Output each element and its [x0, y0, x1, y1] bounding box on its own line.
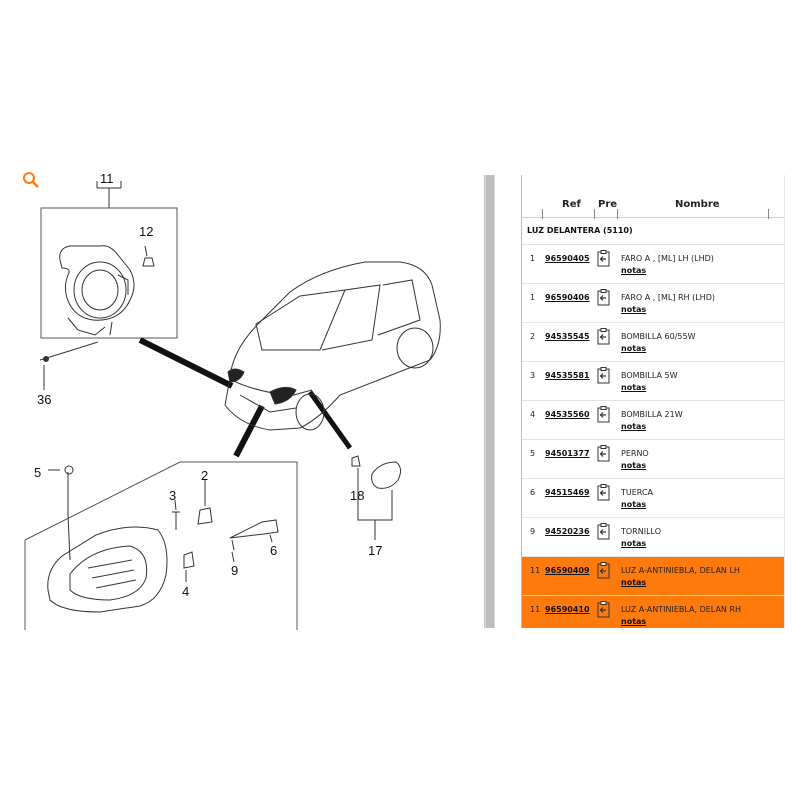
row-part-name: BOMBILLA 60/55W — [621, 332, 696, 341]
callout-3[interactable]: 3 — [169, 488, 177, 503]
add-to-order-icon[interactable] — [597, 484, 611, 502]
scrollbar-thumb[interactable] — [486, 175, 494, 628]
row-notes-link[interactable]: notas — [621, 305, 647, 314]
header-separator — [768, 209, 769, 219]
row-part-name: FARO A , [ML] LH (LHD) — [621, 254, 714, 263]
row-part-name: TORNILLO — [621, 527, 662, 536]
row-notes-link[interactable]: notas — [621, 422, 647, 431]
row-ref-link[interactable]: 94535545 — [545, 332, 590, 341]
row-qty: 6 — [530, 488, 536, 497]
callout-5[interactable]: 5 — [34, 465, 42, 480]
header-nombre[interactable]: Nombre — [675, 199, 720, 210]
table-row[interactable]: 1 96590405 FARO A , [ML] LH (LHD) notas — [522, 245, 784, 284]
table-row[interactable]: 3 94535581 BOMBILLA 5W notas — [522, 362, 784, 401]
table-row[interactable]: 4 94535560 BOMBILLA 21W notas — [522, 401, 784, 440]
callout-2[interactable]: 2 — [201, 468, 209, 483]
row-notes-link[interactable]: notas — [621, 500, 647, 509]
row-qty: 9 — [530, 527, 536, 536]
row-part-name: TUERCA — [621, 488, 654, 497]
table-row[interactable]: 2 94535545 BOMBILLA 60/55W notas — [522, 323, 784, 362]
row-notes-link[interactable]: notas — [621, 617, 647, 626]
add-to-order-icon[interactable] — [597, 445, 611, 463]
row-ref-link[interactable]: 94501377 — [545, 449, 590, 458]
row-qty: 1 — [530, 293, 536, 302]
row-ref-link[interactable]: 96590409 — [545, 566, 590, 575]
zoom-icon[interactable] — [20, 170, 42, 190]
callout-12[interactable]: 12 — [139, 224, 154, 239]
row-part-name: LUZ A-ANTINIEBLA, DELAN LH — [621, 566, 740, 575]
callout-9[interactable]: 9 — [231, 563, 239, 578]
callout-36[interactable]: 36 — [37, 392, 52, 407]
row-ref-link[interactable]: 94535581 — [545, 371, 590, 380]
add-to-order-icon[interactable] — [597, 289, 611, 307]
header-separator — [617, 209, 618, 219]
row-qty: 11 — [530, 605, 541, 614]
table-header: Ref Pre Nombre — [522, 175, 784, 219]
parts-diagram: 11 12 36 5 2 3 6 9 4 18 17 — [0, 160, 484, 630]
row-ref-link[interactable]: 94535560 — [545, 410, 590, 419]
row-part-name: BOMBILLA 5W — [621, 371, 678, 380]
row-notes-link[interactable]: notas — [621, 578, 647, 587]
table-row[interactable]: 6 94515469 TUERCA notas — [522, 479, 784, 518]
callout-4[interactable]: 4 — [182, 584, 190, 599]
row-ref-link[interactable]: 96590410 — [545, 605, 590, 614]
header-separator — [594, 209, 595, 219]
callout-17[interactable]: 17 — [368, 543, 383, 558]
row-part-name: FARO A , [ML] RH (LHD) — [621, 293, 715, 302]
callout-11[interactable]: 11 — [100, 171, 114, 186]
add-to-order-icon[interactable] — [597, 406, 611, 424]
table-row[interactable]: 5 94501377 PERNO notas — [522, 440, 784, 479]
callout-6[interactable]: 6 — [270, 543, 278, 558]
header-ref[interactable]: Ref — [562, 199, 581, 210]
row-notes-link[interactable]: notas — [621, 539, 647, 548]
row-qty: 1 — [530, 254, 536, 263]
table-row[interactable]: 1 96590406 FARO A , [ML] RH (LHD) notas — [522, 284, 784, 323]
add-to-order-icon[interactable] — [597, 250, 611, 268]
row-ref-link[interactable]: 96590406 — [545, 293, 590, 302]
row-qty: 2 — [530, 332, 536, 341]
diagram-scrollbar[interactable] — [484, 175, 495, 628]
row-qty: 3 — [530, 371, 536, 380]
row-ref-link[interactable]: 96590405 — [545, 254, 590, 263]
row-qty: 5 — [530, 449, 536, 458]
add-to-order-icon[interactable] — [597, 601, 611, 619]
row-ref-link[interactable]: 94515469 — [545, 488, 590, 497]
row-part-name: LUZ A-ANTINIEBLA, DELAN RH — [621, 605, 742, 614]
table-row[interactable]: 11 96590410 LUZ A-ANTINIEBLA, DELAN RH nota… — [522, 596, 784, 628]
row-part-name: BOMBILLA 21W — [621, 410, 683, 419]
callout-18[interactable]: 18 — [350, 488, 365, 503]
row-qty: 4 — [530, 410, 536, 419]
row-part-name: PERNO — [621, 449, 649, 458]
row-ref-link[interactable]: 94520236 — [545, 527, 590, 536]
add-to-order-icon[interactable] — [597, 562, 611, 580]
row-notes-link[interactable]: notas — [621, 461, 647, 470]
add-to-order-icon[interactable] — [597, 367, 611, 385]
row-qty: 11 — [530, 566, 541, 575]
section-title: LUZ DELANTERA (5110) — [522, 218, 784, 245]
row-notes-link[interactable]: notas — [621, 383, 647, 392]
row-notes-link[interactable]: notas — [621, 344, 647, 353]
add-to-order-icon[interactable] — [597, 523, 611, 541]
header-separator — [542, 209, 543, 219]
row-notes-link[interactable]: notas — [621, 266, 647, 275]
header-pre[interactable]: Pre — [598, 199, 618, 210]
table-row[interactable]: 11 96590409 LUZ A-ANTINIEBLA, DELAN LH nota… — [522, 557, 784, 596]
add-to-order-icon[interactable] — [597, 328, 611, 346]
table-row[interactable]: 9 94520236 TORNILLO notas — [522, 518, 784, 557]
